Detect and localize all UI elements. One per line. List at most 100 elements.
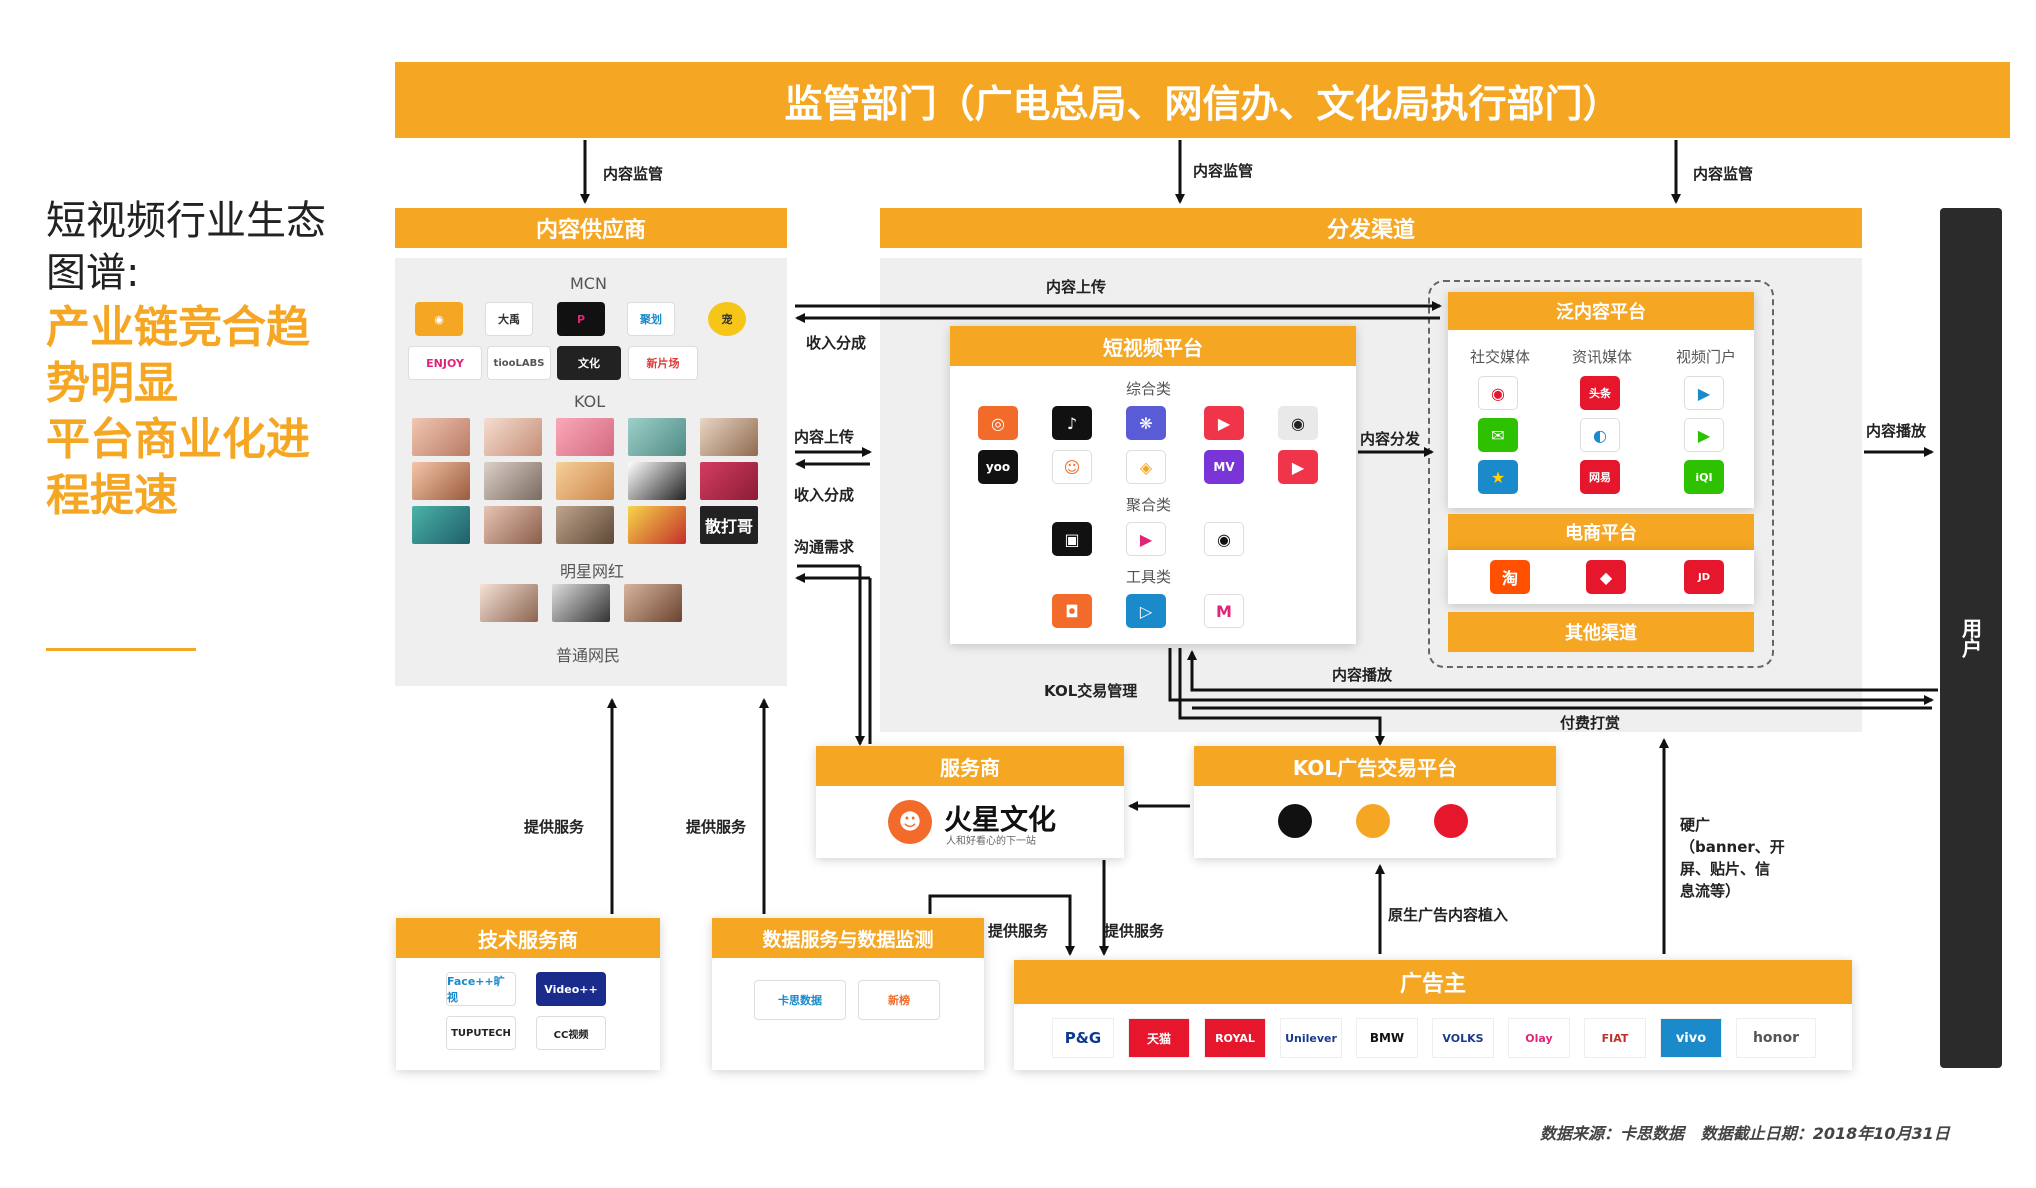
app-icon-6: yoo xyxy=(978,450,1018,484)
left-title: 短视频行业生态 图谱: xyxy=(46,195,326,299)
public-label: 普通网民 xyxy=(556,646,621,665)
hard-ad-line-3: 屏、贴片、信 xyxy=(1680,860,1771,878)
mcn-logo-7-text: tiooLABS xyxy=(493,357,545,369)
hard-ad-line-1: 硬广 xyxy=(1680,816,1711,834)
kol-ad-header: KOL广告交易平台 xyxy=(1194,746,1556,786)
ccvideo-text: CC视频 xyxy=(553,1029,589,1041)
kol-avatar-6 xyxy=(412,462,470,500)
brand-bmw: BMW xyxy=(1356,1018,1418,1058)
kol-avatar-4 xyxy=(628,418,686,456)
kasi-logo: 卡思数据 xyxy=(754,980,846,1020)
pan-col-3: 视频门户 xyxy=(1676,348,1737,366)
flow-native-ad: 原生广告内容植入 xyxy=(1388,906,1509,924)
kol-ad-label: KOL广告交易平台 xyxy=(1292,755,1458,780)
brand-vw: VOLKS xyxy=(1432,1018,1494,1058)
kol-avatar-12 xyxy=(484,506,542,544)
title-line-2: 图谱: xyxy=(46,250,140,296)
title-line-1: 短视频行业生态 xyxy=(46,198,326,244)
mars-culture-logo: ☻ xyxy=(888,800,932,844)
comprehensive-label: 综合类 xyxy=(1126,380,1172,398)
regulator-bar: 监管部门（广电总局、网信办、文化局执行部门） xyxy=(395,62,2010,138)
ccvideo-logo: CC视频 xyxy=(536,1016,606,1050)
advertiser-header: 广告主 xyxy=(1014,960,1852,1004)
star-avatar-3 xyxy=(624,584,682,622)
app-icon-2: ♪ xyxy=(1052,406,1092,440)
distribution-header: 分发渠道 xyxy=(880,208,1862,248)
kol-avatar-1 xyxy=(412,418,470,456)
mcn-logo-4-text: 聚划 xyxy=(640,313,662,326)
kol-avatar-9 xyxy=(628,462,686,500)
supervise-label-2: 内容监管 xyxy=(1193,162,1254,180)
brand-unilever: Unilever xyxy=(1280,1018,1342,1058)
brand-bmw-text: BMW xyxy=(1369,1031,1405,1045)
video-portal-icon-3: iQI xyxy=(1684,460,1724,494)
videoplus-logo: Video++ xyxy=(536,972,606,1006)
tech-label: 技术服务商 xyxy=(478,927,578,952)
app-icon-8: ◈ xyxy=(1126,450,1166,484)
kol-avatar-5 xyxy=(700,418,758,456)
short-video-header: 短视频平台 xyxy=(950,326,1356,366)
mcn-logo-2: 大禹 xyxy=(485,302,533,336)
newrank-text: 新榜 xyxy=(888,994,910,1007)
kol-label: KOL xyxy=(574,392,606,411)
brand-tmall-text: 天猫 xyxy=(1146,1031,1171,1046)
kol-avatar-11 xyxy=(412,506,470,544)
service-name: 火星文化 xyxy=(944,803,1057,836)
brand-pg-text: P&G xyxy=(1064,1029,1102,1047)
kol-ad-logo-3 xyxy=(1434,804,1468,838)
short-video-card xyxy=(950,326,1356,644)
pan-content-label: 泛内容平台 xyxy=(1556,302,1646,323)
hard-ad-line-4: 息流等） xyxy=(1680,882,1741,900)
service-header: 服务商 xyxy=(816,746,1124,786)
other-channel-header: 其他渠道 xyxy=(1448,612,1754,652)
videoplus-text: Video++ xyxy=(544,982,598,996)
content-supplier-label: 内容供应商 xyxy=(535,218,646,243)
mcn-label: MCN xyxy=(570,274,607,293)
star-label: 明星网红 xyxy=(560,562,625,581)
left-subtitle: 产业链竞合趋 势明显 平台商业化进 程提速 xyxy=(46,300,310,524)
qzone-icon: ★ xyxy=(1478,460,1518,494)
flow-play-right: 内容播放 xyxy=(1866,422,1927,440)
ecommerce-header: 电商平台 xyxy=(1448,514,1754,550)
app-icon-7: ☺ xyxy=(1052,450,1092,484)
mcn-logo-7: tiooLABS xyxy=(487,346,551,380)
data-service-header: 数据服务与数据监测 xyxy=(712,918,984,958)
video-portal-icon-2: ▶ xyxy=(1684,418,1724,452)
supervise-label-1: 内容监管 xyxy=(603,165,664,183)
brand-unilever-text: Unilever xyxy=(1285,1031,1337,1045)
star-avatar-1 xyxy=(480,584,538,622)
weibo-icon: ◉ xyxy=(1478,376,1518,410)
subtitle-line-4: 程提速 xyxy=(46,470,178,521)
kol-ad-logo-1 xyxy=(1278,804,1312,838)
regulator-label: 监管部门（广电总局、网信办、文化局执行部门） xyxy=(784,81,1621,126)
news-icon-1: 头条 xyxy=(1580,376,1620,410)
mcn-logo-6-text: ENJOY xyxy=(426,356,464,370)
subtitle-line-2: 势明显 xyxy=(46,358,178,409)
kol-avatar-15: 散打哥 xyxy=(700,506,758,544)
newrank-logo: 新榜 xyxy=(858,980,940,1020)
faceplus-text: Face++旷视 xyxy=(447,975,505,1004)
ecommerce-label: 电商平台 xyxy=(1565,523,1637,544)
brand-vivo: vivo xyxy=(1660,1018,1722,1058)
wechat-icon: ✉ xyxy=(1478,418,1518,452)
footer-source: 数据来源：卡思数据 数据截止日期：2018年10月31日 xyxy=(1540,1124,1950,1143)
kol-avatar-13 xyxy=(556,506,614,544)
brand-honor: honor xyxy=(1736,1018,1816,1058)
users-label: 用户 xyxy=(1958,618,1983,658)
brand-fiat: FIAT xyxy=(1584,1018,1646,1058)
users-bar: 用户 xyxy=(1940,208,2002,1068)
video-portal-icon-1: ▶ xyxy=(1684,376,1724,410)
supervise-label-3: 内容监管 xyxy=(1693,165,1754,183)
flow-provide-2: 提供服务 xyxy=(686,818,747,836)
flow-upload-top: 内容上传 xyxy=(1046,278,1107,296)
app-icon-10: ▶ xyxy=(1278,450,1318,484)
mcn-logo-1: ◉ xyxy=(415,302,463,336)
tuputech-text: TUPUTECH xyxy=(451,1027,511,1039)
flow-kol-manage: KOL交易管理 xyxy=(1044,682,1138,700)
kasi-text: 卡思数据 xyxy=(778,994,822,1007)
mcn-logo-4: 聚划 xyxy=(627,302,675,336)
app-icon-13: ◉ xyxy=(1204,522,1244,556)
mcn-logo-6: ENJOY xyxy=(408,346,482,380)
star-avatar-2 xyxy=(552,584,610,622)
